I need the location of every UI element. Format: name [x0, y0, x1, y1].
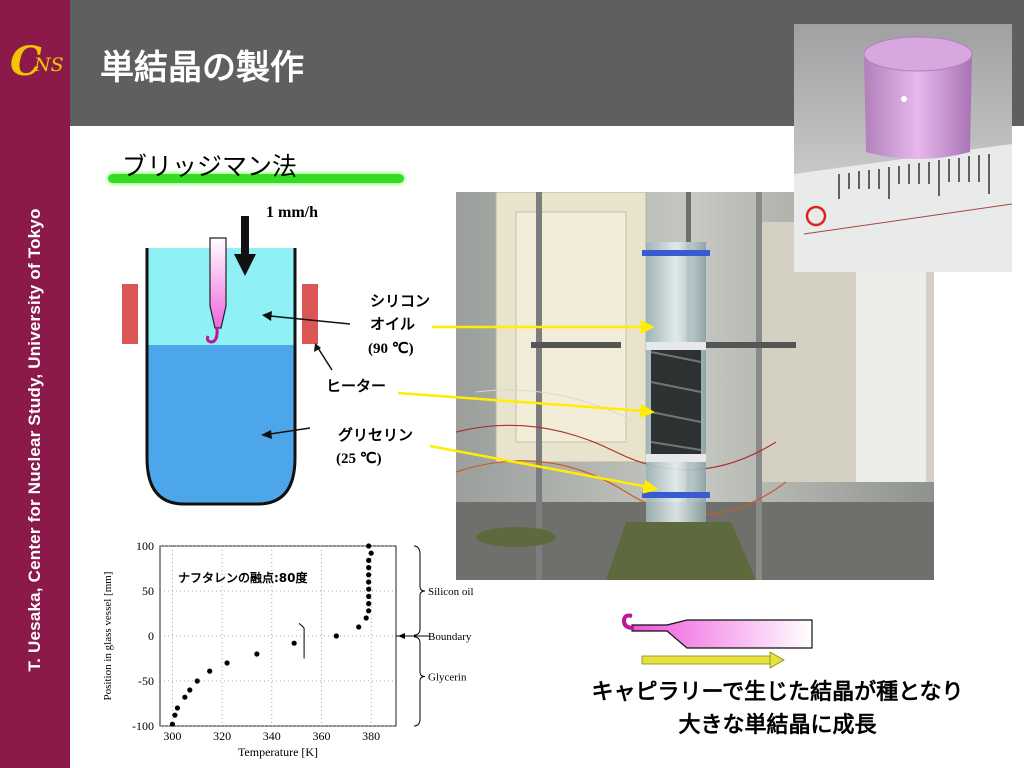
silicone-label-line2: オイル	[370, 315, 416, 333]
x-tick-label: 380	[362, 729, 380, 743]
x-tick-label: 340	[263, 729, 281, 743]
data-point	[169, 721, 176, 727]
slide-title: 単結晶の製作	[100, 48, 304, 88]
data-point	[366, 579, 372, 585]
x-tick-label: 320	[213, 729, 231, 743]
growth-arrow-shaft	[641, 655, 773, 665]
x-axis-label: Temperature [K]	[238, 745, 318, 759]
heater-label: ヒーター	[326, 377, 387, 395]
capillary-diagram	[621, 613, 813, 669]
data-point	[182, 694, 188, 700]
data-point	[363, 615, 369, 621]
heater-pointer	[317, 347, 333, 371]
data-point	[194, 678, 200, 684]
data-point	[254, 651, 260, 657]
y-tick-label: -50	[138, 674, 154, 688]
heater-left	[122, 284, 138, 344]
data-point	[366, 586, 372, 592]
data-point	[356, 624, 362, 630]
silicone-temp: (90 ℃)	[368, 341, 414, 357]
crystal-photo-drawing	[794, 24, 1012, 272]
cns-logo: C NS	[4, 38, 66, 88]
oil-bracket	[413, 545, 426, 636]
data-point	[366, 601, 372, 607]
heater-pointer-head	[314, 343, 321, 352]
descent-arrow-shaft	[241, 216, 249, 256]
crystal-photo	[794, 24, 1012, 272]
data-point	[366, 593, 372, 599]
data-point	[366, 572, 372, 578]
method-title: ブリッジマン法	[122, 152, 298, 181]
capillary-tip	[205, 327, 219, 344]
data-point	[172, 712, 178, 718]
data-point	[366, 557, 372, 563]
capillary-icon	[631, 619, 813, 649]
data-point	[187, 687, 193, 693]
method-underline	[108, 174, 404, 183]
glycerin-pointer	[269, 427, 311, 435]
chart-layer: 300 320 340 360 380 100 50 0 -50 -100Temperature …	[102, 539, 474, 759]
y-tick-label: 0	[148, 629, 154, 643]
data-point	[174, 705, 180, 711]
annotation-leader	[298, 623, 305, 629]
heater-arrow-head	[639, 403, 655, 418]
sidebar: C NS T. Uesaka, Center for Nuclear Study…	[0, 0, 70, 768]
oil-pointer	[269, 315, 351, 325]
caption-line2: 大きな単結晶に成長	[678, 713, 877, 738]
growth-arrow-head	[769, 651, 785, 669]
silicone-arrow-head	[640, 319, 655, 335]
glycerin-bracket	[413, 636, 426, 727]
capillary-icon-tip	[621, 613, 635, 630]
y-axis-label: Position in glass vessel [mm]	[102, 572, 114, 701]
data-point	[366, 543, 372, 549]
y-tick-label: 50	[142, 584, 154, 598]
y-tick-label: 100	[136, 539, 154, 553]
logo-letter: C	[10, 38, 42, 85]
data-point	[207, 668, 213, 674]
melting-point-annotation: ナフタレンの融点:80度	[178, 570, 308, 585]
data-point	[291, 640, 297, 646]
glycerin-arrow	[429, 444, 649, 489]
glycerin-label: グリセリン	[338, 426, 414, 444]
region-label: Boundary	[428, 631, 472, 643]
capillary-tube	[209, 237, 227, 329]
logo-sub: NS	[34, 54, 64, 76]
silicone-label-line1: シリコン	[370, 292, 431, 310]
bridgman-schematic	[122, 216, 351, 506]
data-point	[366, 565, 372, 571]
data-point	[368, 550, 374, 556]
data-point	[224, 660, 230, 666]
data-point	[366, 608, 372, 614]
vessel-outline	[145, 248, 297, 506]
data-point	[333, 633, 339, 639]
speed-label: 1 mm/h	[266, 204, 318, 221]
boundary-pointer-head	[398, 633, 405, 639]
heater-arrow	[397, 391, 645, 413]
oil-pointer-head	[262, 311, 272, 321]
caption-line1: キャピラリーで生じた結晶が種となり	[591, 680, 964, 705]
x-tick-label: 360	[312, 729, 330, 743]
region-label: Silicon oil	[428, 586, 474, 598]
glycerin-temp: (25 ℃)	[336, 451, 382, 467]
result-caption: キャピラリーで生じた結晶が種となり 大きな単結晶に成長	[555, 676, 1000, 742]
descent-arrow-head	[234, 254, 256, 276]
heater-right	[302, 284, 318, 344]
melting-chart: 300 320 340 360 380 100 50 0 -50 -100Temperature …	[102, 539, 474, 759]
x-tick-label: 300	[163, 729, 181, 743]
y-tick-label: -100	[132, 719, 154, 733]
glycerin-layer	[147, 345, 295, 504]
glycerin-pointer-head	[261, 430, 272, 439]
region-label: Glycerin	[428, 672, 467, 684]
glycerin-arrow-head	[642, 479, 659, 494]
